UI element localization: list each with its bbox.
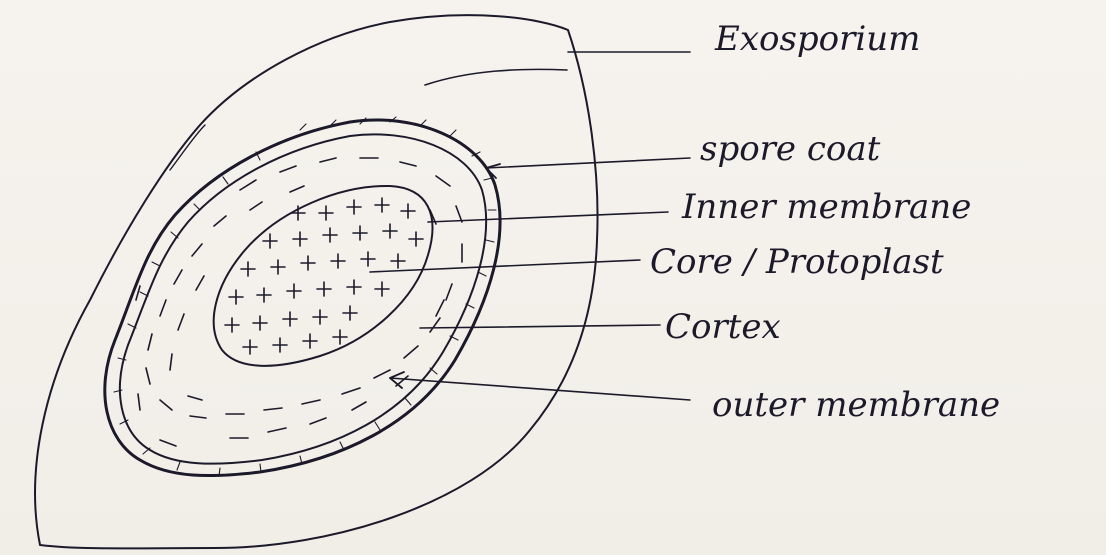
core-leader [370, 260, 640, 272]
label-cortex: Cortex [665, 310, 781, 344]
label-spore-coat: spore coat [700, 132, 880, 166]
spore-coat-leader [486, 158, 690, 168]
label-outer-membrane: outer membrane [712, 388, 1000, 422]
spore-coat-hatching [114, 117, 496, 476]
exosporium-inner-line-2 [170, 125, 205, 170]
inner-membrane-leader [428, 212, 668, 222]
exosporium-outline [35, 15, 597, 548]
spore-coat-inner [120, 134, 486, 463]
label-core-protoplast: Core / Protoplast [650, 245, 944, 279]
core-crosses [225, 198, 423, 354]
label-exosporium: Exosporium [715, 22, 920, 56]
label-inner-membrane: Inner membrane [682, 190, 971, 224]
exosporium-inner-line [425, 69, 567, 85]
cortex-dashes [136, 158, 462, 446]
spore-coat-arrowhead [486, 164, 500, 178]
